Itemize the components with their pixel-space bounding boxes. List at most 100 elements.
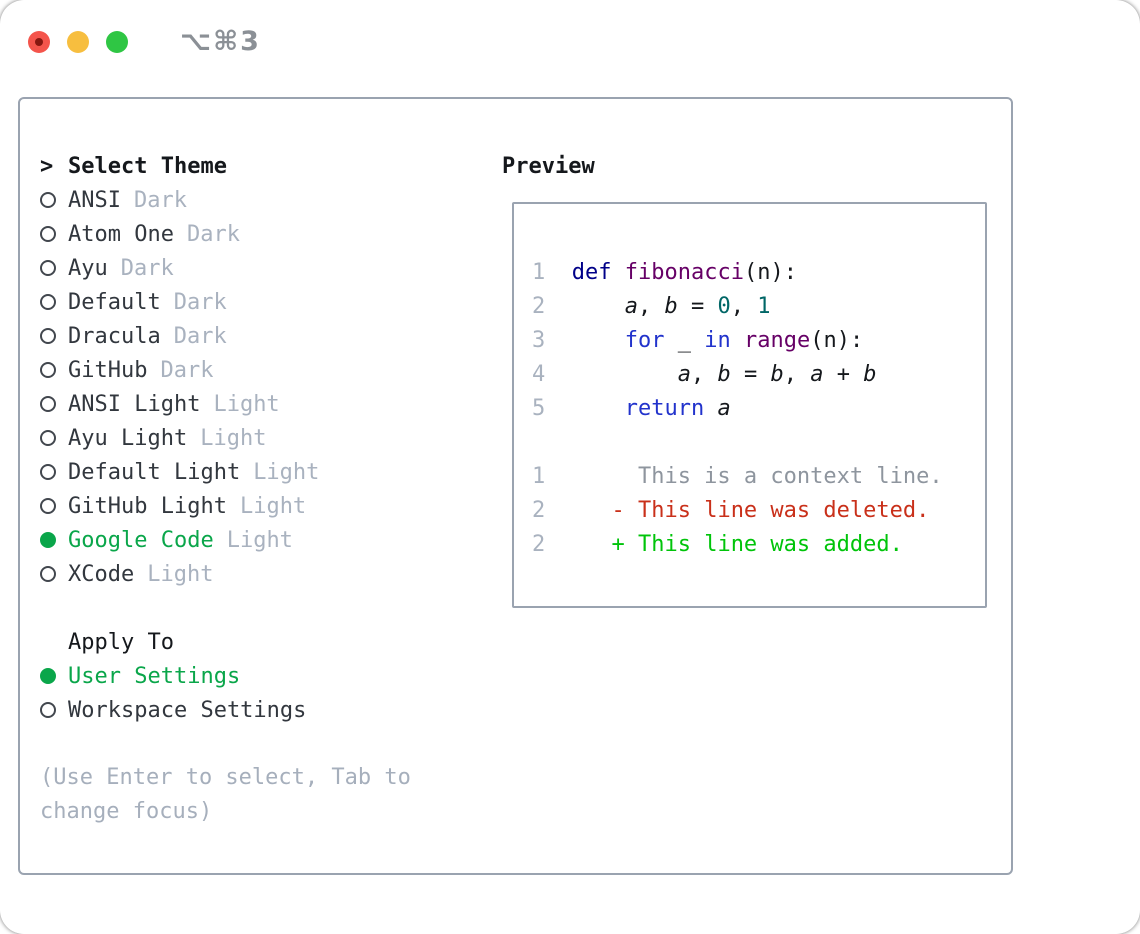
radio-slot [40, 260, 68, 276]
token-plain [704, 396, 717, 421]
theme-variant-tag: Light [226, 527, 293, 553]
theme-item-label: Ayu Light [68, 425, 188, 451]
token-kw1: def [571, 259, 612, 285]
radio-slot [40, 702, 68, 718]
theme-item-ayu[interactable]: Ayu Dark [40, 251, 480, 285]
token-add: + This line was added. [611, 531, 903, 557]
code-line: 2 a, b = 0, 1 [532, 289, 985, 323]
apply-to-header: Apply To [68, 629, 174, 655]
theme-item-google-code[interactable]: Google Code Light [40, 523, 480, 557]
token-var: b [717, 361, 731, 387]
token-plain [572, 362, 678, 387]
radio-slot [40, 498, 68, 514]
spacer [532, 425, 985, 459]
token-plain: , [637, 293, 665, 319]
theme-variant-tag: Dark [133, 187, 187, 213]
token-var: b [770, 361, 784, 387]
line-number: 1 [532, 463, 546, 489]
line-number: 5 [532, 395, 546, 421]
line-number: 1 [532, 259, 546, 285]
select-theme-header: Select Theme [68, 153, 227, 179]
line-number: 2 [532, 531, 546, 557]
radio-slot [40, 430, 68, 446]
zoom-button[interactable] [106, 30, 128, 53]
token-plain [572, 294, 625, 319]
radio-slot [40, 532, 68, 548]
token-plain: (n): [743, 259, 797, 285]
token-plain [572, 328, 625, 353]
code-line: 3 for _ in range(n): [532, 323, 985, 357]
minimize-button[interactable] [67, 30, 89, 53]
token-var: a [624, 293, 638, 319]
token-num: 1 [757, 293, 771, 319]
token-plain: , [730, 293, 758, 319]
keyboard-hint: (Use Enter to select, Tab to change focu… [40, 765, 411, 824]
theme-variant-tag: Dark [173, 289, 227, 315]
token-plain: , [690, 361, 718, 387]
apply-option-workspace-settings[interactable]: Workspace Settings [40, 693, 480, 727]
token-ctx: This is a context line. [571, 463, 943, 489]
token-var: a [810, 361, 824, 387]
theme-variant-tag: Dark [120, 255, 174, 281]
theme-item-label: Google Code [68, 527, 214, 553]
diff-line: 1 This is a context line. [532, 459, 985, 493]
radio-unselected-icon [40, 260, 56, 276]
theme-item-label: Dracula [68, 323, 161, 349]
token-var: a [677, 361, 691, 387]
token-plain [572, 498, 612, 523]
token-fn: fibonacci [624, 259, 744, 285]
theme-variant-tag: Light [253, 459, 320, 485]
radio-unselected-icon [40, 498, 56, 514]
theme-item-label: Ayu [68, 255, 108, 281]
theme-variant-tag: Dark [173, 323, 227, 349]
theme-item-label: ANSI Light [68, 391, 201, 417]
line-number: 2 [532, 293, 546, 319]
token-kw2: for [624, 327, 665, 353]
theme-item-label: GitHub Light [68, 493, 227, 519]
token-var: a [717, 395, 731, 421]
apply-to-header-row: Apply To [40, 625, 480, 659]
close-button[interactable] [28, 30, 50, 53]
radio-unselected-icon [40, 192, 56, 208]
token-plain [731, 328, 744, 353]
radio-unselected-icon [40, 566, 56, 582]
token-plain [611, 260, 624, 285]
token-kw2: in [704, 327, 731, 353]
theme-item-label: GitHub [68, 357, 148, 383]
token-var: b [664, 293, 678, 319]
radio-slot [40, 668, 68, 684]
radio-unselected-icon [40, 702, 56, 718]
apply-option-user-settings[interactable]: User Settings [40, 659, 480, 693]
token-fn: range [743, 327, 811, 353]
diff-preview: 1 This is a context line.2 - This line w… [532, 459, 985, 561]
window-title: ⌥⌘3 [180, 26, 261, 57]
spacer [40, 591, 480, 625]
theme-item-dracula[interactable]: Dracula Dark [40, 319, 480, 353]
radio-unselected-icon [40, 464, 56, 480]
token-plain [572, 396, 625, 421]
prompt-caret-icon: > [40, 153, 54, 179]
titlebar: ⌥⌘3 [28, 26, 261, 57]
radio-slot [40, 226, 68, 242]
select-theme-header-row: > Select Theme [40, 149, 480, 183]
radio-slot [40, 464, 68, 480]
diff-line: 2 - This line was deleted. [532, 493, 985, 527]
code-line: 1 def fibonacci(n): [532, 255, 985, 289]
code-line: 5 return a [532, 391, 985, 425]
token-kw2: return [624, 395, 705, 421]
diff-line: 2 + This line was added. [532, 527, 985, 561]
radio-slot [40, 362, 68, 378]
